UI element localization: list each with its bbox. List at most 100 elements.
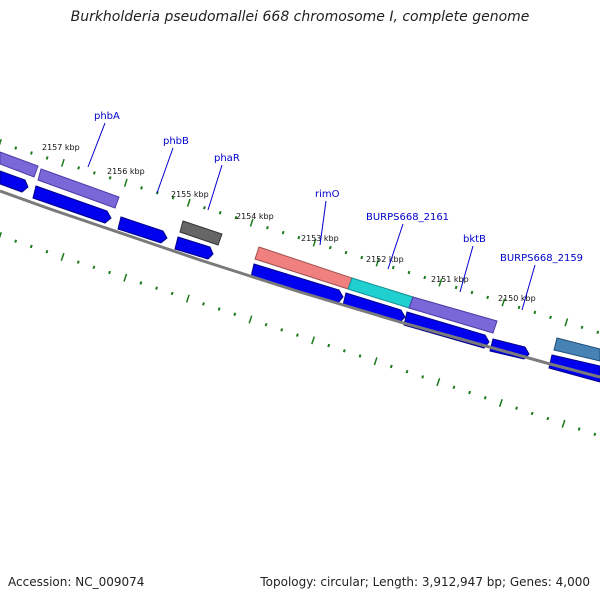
minor-tick: [281, 230, 285, 235]
minor-tick: [123, 273, 128, 282]
minor-tick: [375, 258, 380, 267]
minor-tick: [280, 328, 284, 332]
kbp-tick-labels: 2157 kbp 2156 kbp 2155 kbp 2154 kbp 2153…: [42, 143, 536, 303]
gene-labels: phbA phbB phaR rimO BURPS668_2161 bktB B…: [94, 111, 583, 264]
feature-bar-burps668-2159[interactable]: [553, 337, 600, 362]
inner-minor-ticks: [0, 231, 597, 437]
minor-tick: [76, 260, 80, 264]
kbp-tick-label: 2152 kbp: [366, 255, 404, 264]
gene-label-rimo[interactable]: rimO: [315, 189, 340, 200]
minor-tick: [596, 330, 600, 335]
kbp-tick-label: 2150 kbp: [498, 294, 536, 303]
leader-line: [387, 223, 404, 270]
minor-tick: [45, 249, 49, 254]
minor-tick: [436, 378, 441, 387]
cds-arrow-6[interactable]: [342, 292, 406, 323]
minor-tick: [108, 176, 112, 180]
minor-tick: [30, 151, 33, 155]
minor-tick: [170, 291, 174, 296]
minor-tick: [470, 290, 474, 295]
accession-label: Accession: NC_009074: [8, 575, 145, 589]
kbp-tick-label: 2156 kbp: [107, 167, 145, 176]
topology-summary: Topology: circular; Length: 3,912,947 bp…: [260, 575, 590, 589]
feature-bar-phba[interactable]: [37, 168, 120, 209]
kbp-tick-label: 2155 kbp: [171, 190, 209, 199]
chromosome-backbone: [0, 189, 600, 379]
minor-tick: [311, 336, 316, 345]
minor-tick: [233, 312, 237, 317]
outer-minor-ticks: [0, 138, 600, 335]
minor-tick: [266, 225, 269, 230]
minor-tick: [327, 343, 331, 348]
leader-line: [521, 264, 536, 311]
minor-tick: [452, 385, 456, 390]
minor-tick: [123, 178, 128, 187]
minor-tick: [593, 432, 597, 437]
minor-tick: [312, 238, 317, 247]
cds-arrow-1[interactable]: [0, 170, 29, 193]
gene-label-burps668-2161[interactable]: BURPS668_2161: [366, 212, 449, 223]
minor-tick: [501, 298, 506, 307]
minor-tick: [421, 375, 425, 379]
minor-tick: [60, 252, 65, 261]
minor-tick: [92, 265, 96, 270]
leader-line: [87, 122, 106, 168]
gene-label-phar[interactable]: phaR: [214, 153, 240, 164]
minor-tick: [92, 171, 96, 175]
minor-tick: [391, 265, 395, 270]
minor-tick: [217, 307, 221, 311]
minor-tick: [342, 349, 346, 353]
minor-tick: [515, 406, 518, 410]
feature-bar-phar[interactable]: [179, 220, 223, 246]
minor-tick: [139, 281, 143, 285]
kbp-tick-label: 2157 kbp: [42, 143, 80, 152]
minor-tick: [202, 302, 205, 306]
kbp-tick-label: 2153 kbp: [301, 234, 339, 243]
cds-arrow-3[interactable]: [117, 216, 168, 244]
minor-tick: [0, 138, 2, 146]
minor-tick: [108, 270, 111, 275]
minor-tick: [498, 398, 503, 408]
minor-tick: [533, 310, 537, 315]
gene-label-burps668-2159[interactable]: BURPS668_2159: [500, 253, 583, 264]
minor-tick: [185, 294, 190, 303]
minor-tick: [14, 239, 18, 243]
map-title: Burkholderia pseudomallei 668 chromosome…: [70, 9, 530, 25]
gene-label-bktb[interactable]: bktB: [463, 234, 486, 245]
cds-arrow-4[interactable]: [174, 236, 214, 260]
minor-tick: [0, 231, 3, 239]
minor-tick: [405, 369, 409, 374]
minor-tick: [373, 357, 378, 366]
minor-tick: [248, 315, 253, 324]
cds-arrow-5[interactable]: [250, 263, 344, 304]
minor-tick: [295, 333, 299, 337]
kbp-tick-label: 2151 kbp: [431, 275, 469, 284]
minor-tick: [328, 245, 332, 250]
feature-bar-phba-left[interactable]: [0, 151, 39, 178]
minor-tick: [530, 411, 534, 416]
minor-tick: [468, 390, 472, 395]
gene-label-phbb[interactable]: phbB: [163, 136, 189, 147]
minor-tick: [546, 416, 550, 421]
cds-arrow-2[interactable]: [32, 185, 112, 224]
minor-tick: [580, 325, 584, 330]
gene-features: [0, 151, 600, 383]
minor-tick: [344, 250, 348, 255]
minor-tick: [234, 215, 238, 220]
minor-tick: [564, 318, 569, 327]
feature-bar-bktb[interactable]: [408, 296, 498, 334]
minor-tick: [423, 275, 427, 280]
minor-tick: [140, 186, 143, 190]
minor-tick: [29, 244, 33, 249]
minor-tick: [454, 285, 458, 290]
gene-label-phba[interactable]: phbA: [94, 111, 120, 122]
minor-tick: [577, 427, 581, 431]
leader-line: [319, 200, 327, 246]
minor-tick: [483, 396, 487, 400]
minor-tick: [14, 146, 18, 150]
minor-tick: [203, 206, 206, 210]
minor-tick: [45, 156, 49, 160]
minor-tick: [186, 198, 191, 207]
kbp-tick-label: 2154 kbp: [236, 212, 274, 221]
